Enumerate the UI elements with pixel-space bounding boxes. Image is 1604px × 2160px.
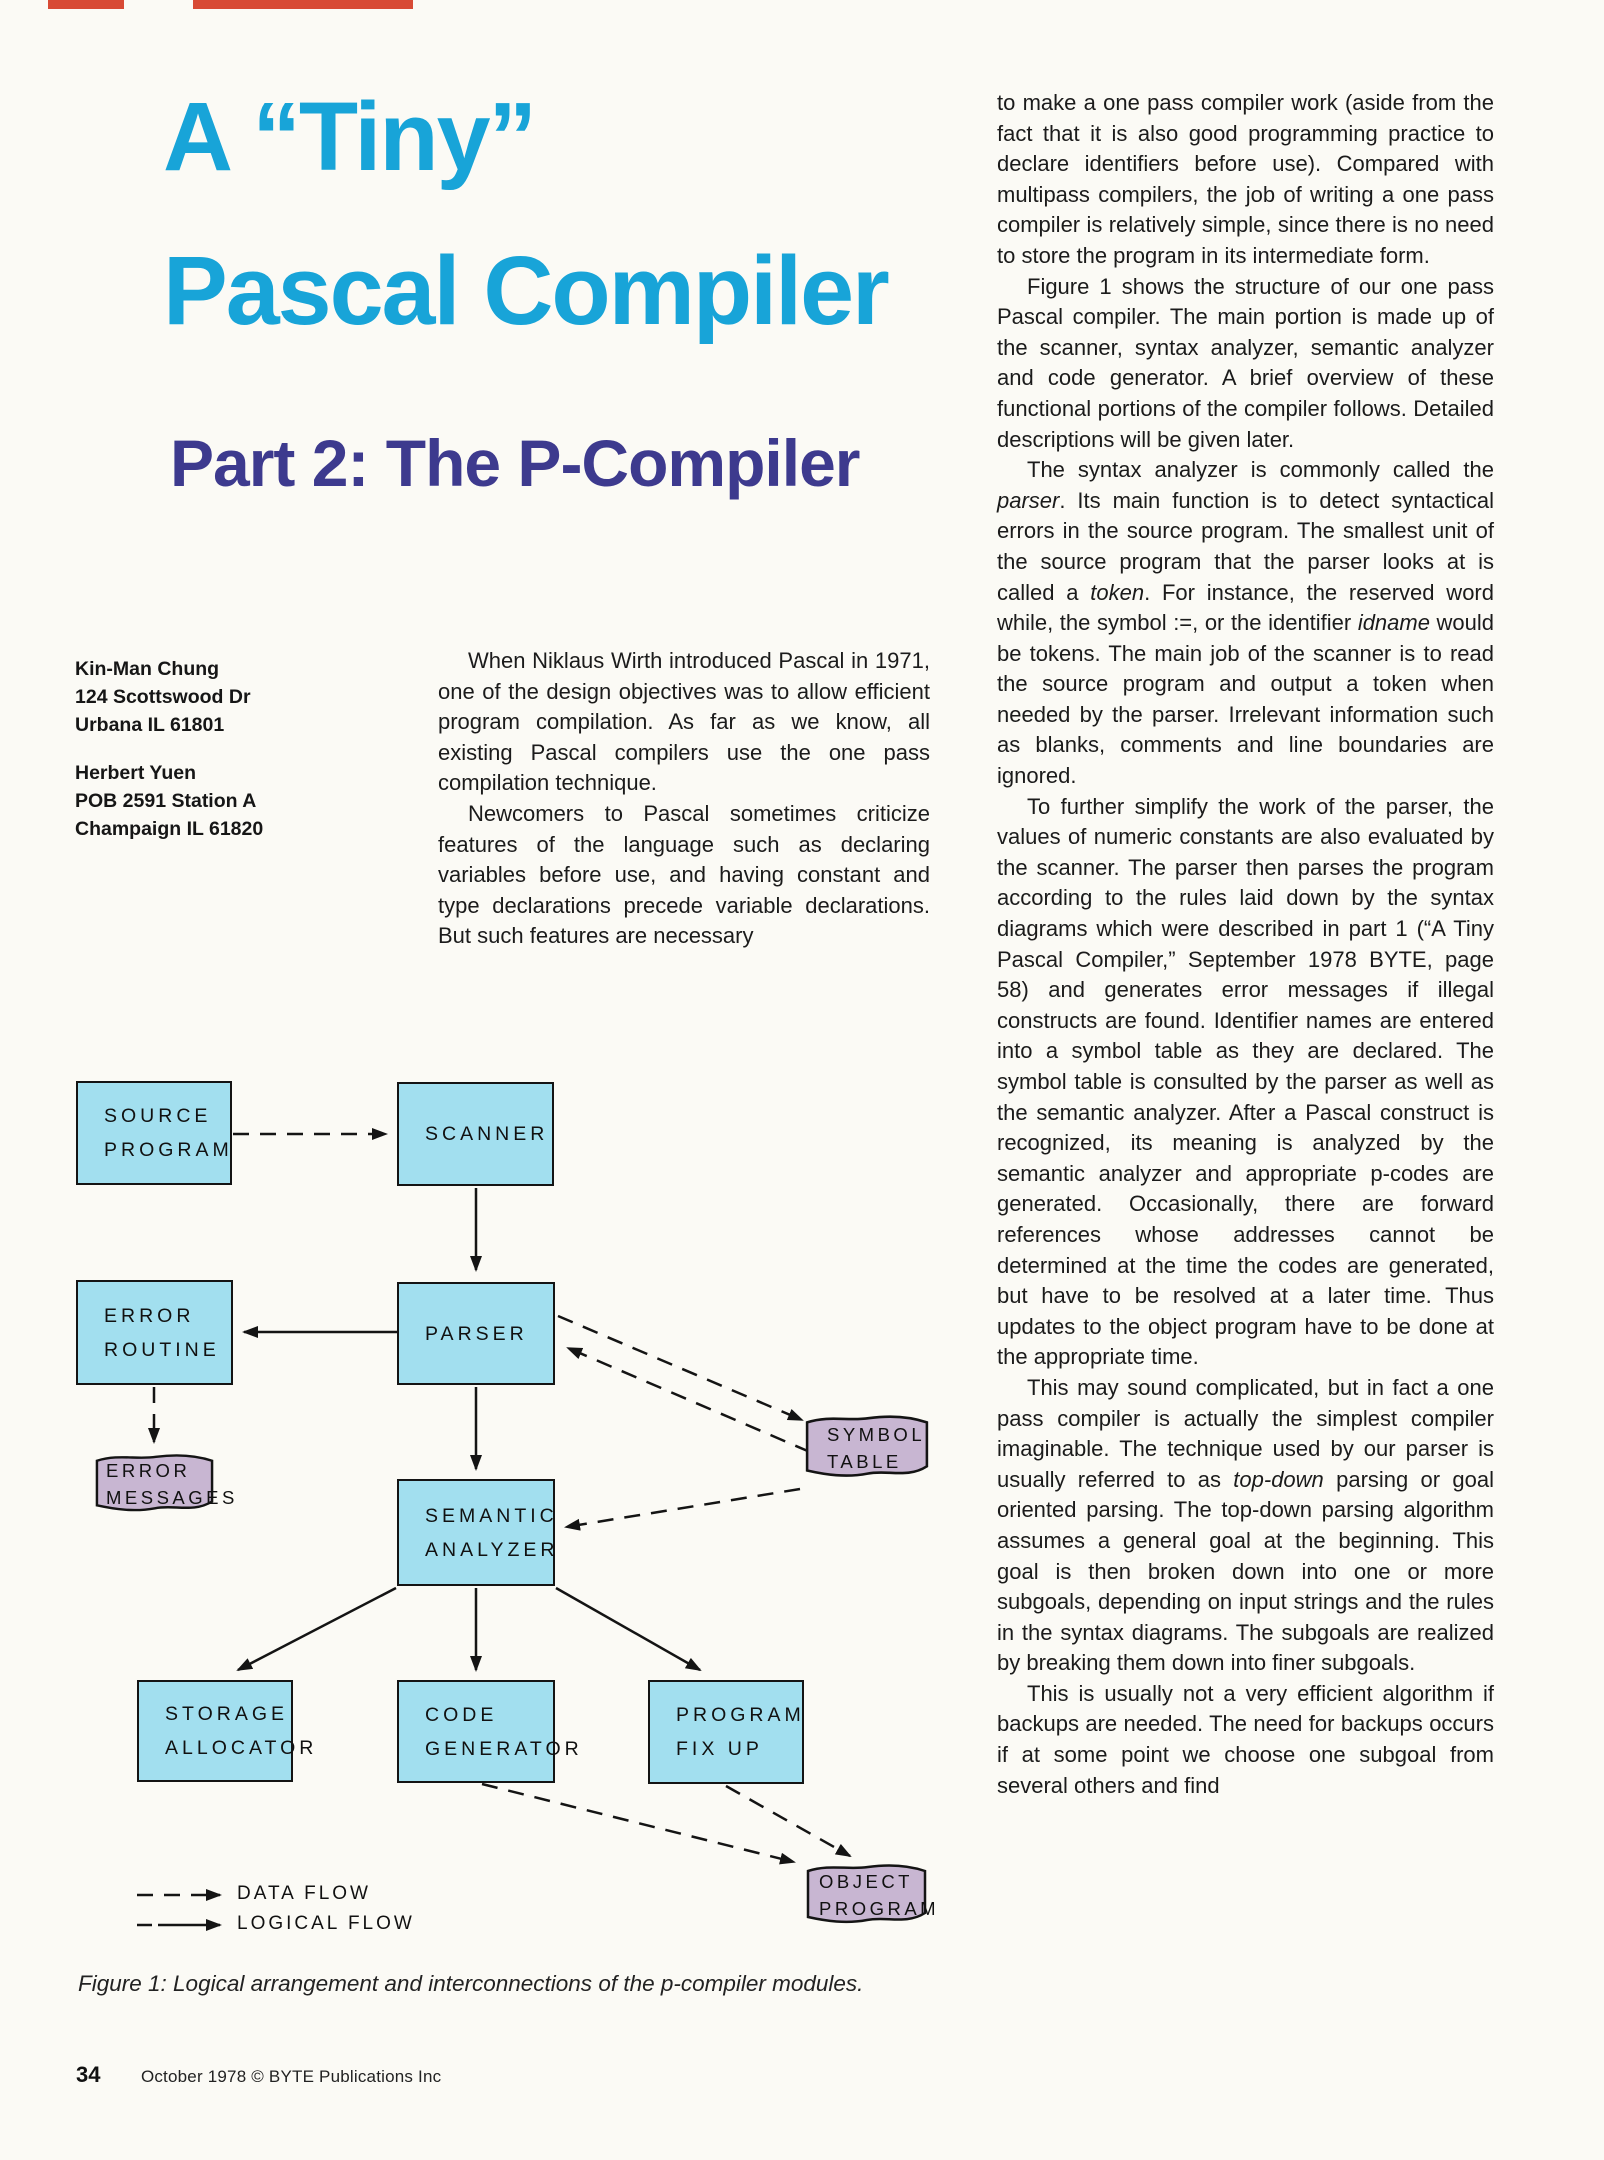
body-paragraph: Newcomers to Pascal sometimes criticize … (438, 800, 930, 949)
diagram-box-code-generator: CODE GENERATOR (397, 1680, 579, 1783)
diagram-box-error-routine: ERROR ROUTINE (76, 1280, 233, 1385)
article-title-line2: Pascal Compiler (163, 236, 890, 345)
registration-mark (48, 0, 124, 9)
legend-label-logical-flow: LOGICAL FLOW (237, 1913, 415, 1934)
diagram-doc-error-messages: ERROR MESSAGES (106, 1460, 238, 1508)
article-title-line1: A “Tiny” (163, 82, 537, 191)
page-number: 34 (76, 2062, 101, 2087)
diagram-box-program-fix-up: PROGRAM FIX UP (648, 1680, 804, 1784)
author-address: Kin-Man Chung 124 Scottswood Dr Urbana I… (75, 658, 251, 736)
body-paragraph: To further simplify the work of the pars… (997, 793, 1494, 1370)
article-subtitle: Part 2: The P-Compiler (170, 426, 860, 500)
body-paragraph: When Niklaus Wirth introduced Pascal in … (438, 648, 930, 796)
arrow-semantic-to-storage (236, 1586, 397, 1672)
arrow-symbol-table-to-parser (566, 1346, 811, 1454)
diagram-doc-object-program: OBJECT PROGRAM (819, 1871, 940, 1919)
intro-column: When Niklaus Wirth introduced Pascal in … (438, 646, 930, 952)
diagram-box-source-program: SOURCE PROGRAM (76, 1081, 232, 1185)
author-block: Kin-Man Chung 124 Scottswood Dr Urbana I… (75, 655, 263, 863)
registration-mark (193, 0, 413, 9)
publication-credit: October 1978 © BYTE Publications Inc (140, 2067, 442, 2086)
author-address: Herbert Yuen POB 2591 Station A Champaig… (75, 762, 264, 840)
diagram-box-storage-allocator: STORAGE ALLOCATOR (137, 1680, 313, 1782)
arrow-symbol-table-to-semantic (564, 1487, 801, 1531)
page-footer: 34 October 1978 © BYTE Publications Inc (76, 2062, 441, 2088)
body-paragraph: This may sound complicated, but in fact … (997, 1374, 1494, 1676)
diagram-box-semantic-analyzer: SEMANTIC ANALYZER (397, 1479, 555, 1586)
arrow-fixup-to-object (725, 1784, 852, 1858)
arrow-semantic-to-fixup (555, 1586, 702, 1672)
diagram-doc-symbol-table: SYMBOL TABLE (827, 1423, 926, 1472)
arrow-codegen-to-object (481, 1782, 796, 1865)
diagram-box-scanner: SCANNER (397, 1082, 554, 1186)
figure-caption: Figure 1: Logical arrangement and interc… (78, 1971, 864, 1996)
body-paragraph: The syntax analyzer is commonly called t… (997, 457, 1495, 789)
right-column: to make a one pass compiler work (aside … (997, 88, 1494, 1801)
arrow-parser-to-symbol-table (557, 1314, 804, 1422)
legend-label-data-flow: DATA FLOW (237, 1883, 371, 1904)
body-paragraph: This is usually not a very efficient alg… (997, 1680, 1494, 1798)
body-paragraph: Figure 1 shows the structure of our one … (997, 273, 1494, 452)
body-paragraph: to make a one pass compiler work (aside … (997, 90, 1494, 268)
diagram-box-parser: PARSER (397, 1282, 555, 1385)
